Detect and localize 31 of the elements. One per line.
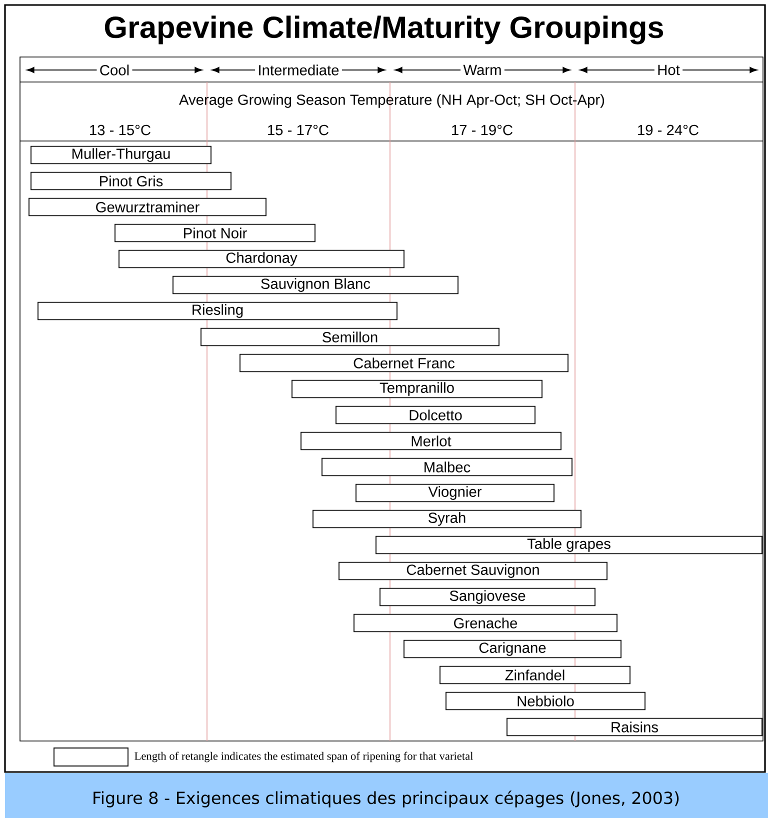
title: Grapevine Climate/Maturity Groupings — [104, 16, 664, 44]
span-bar: Dolcetto — [336, 406, 536, 424]
legend-text: Length of retangle indicates the estimated span of ripening for that varietal — [134, 752, 474, 762]
span-bar: Raisins — [506, 718, 762, 736]
span-bar: Table grapes — [376, 536, 762, 554]
span-bar: Riesling — [38, 302, 398, 320]
span-bar: Merlot — [300, 432, 562, 450]
span-bar: Cabernet Sauvignon — [338, 562, 608, 580]
axis-title: Average Growing Season Temperature (NH Apr-Oct; SH Oct-Apr) — [179, 94, 604, 108]
span-bar: Zinfandel — [440, 666, 630, 684]
span-bar: Sauvignon Blanc — [172, 276, 458, 294]
temperature-range: 13 - 15°C — [90, 124, 150, 136]
temperature-range: 15 - 17°C — [268, 124, 328, 136]
temperature-range: 17 - 19°C — [452, 124, 512, 136]
caption: Figure 8 - Exigences climatiques des principaux cépages (Jones, 2003) — [5, 773, 768, 818]
span-bar: Gewurztraminer — [28, 198, 266, 216]
span-bar: Viognier — [356, 484, 554, 502]
span-bar: Tempranillo — [292, 380, 542, 398]
span-bar: Syrah — [312, 510, 582, 528]
temperature-range: 19 - 24°C — [638, 124, 698, 136]
span-bar: Cabernet Franc — [240, 354, 568, 372]
span-bar: Sangiovese — [380, 588, 596, 606]
span-bar: Muller-Thurgau — [30, 146, 212, 164]
span-bar: Grenache — [354, 614, 618, 632]
span-bar: Carignane — [404, 640, 622, 658]
span-bar: Chardonay — [118, 250, 404, 268]
span-bar: Pinot Gris — [30, 172, 232, 190]
span-bar: Malbec — [322, 458, 572, 476]
span-bar: Semillon — [200, 328, 500, 346]
span-bar: Nebbiolo — [446, 692, 646, 710]
span-bar: Pinot Noir — [114, 224, 316, 242]
